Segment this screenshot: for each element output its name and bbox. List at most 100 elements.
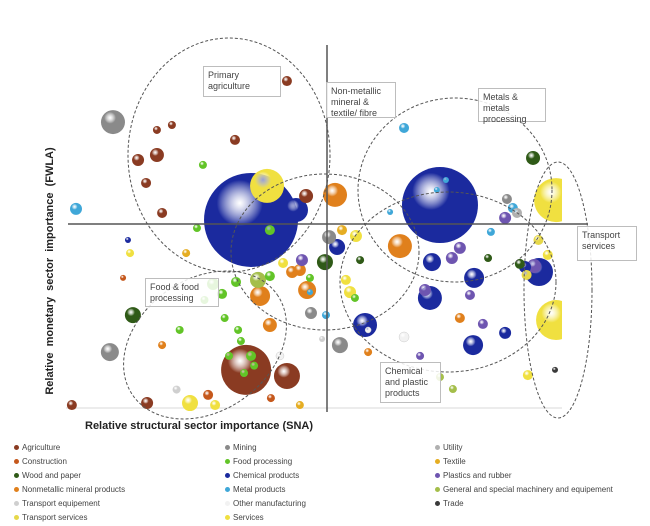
bubble-agriculture [66, 400, 77, 411]
bubble-plastics-and-rubber [418, 284, 431, 297]
bubble-trade [552, 366, 559, 373]
bubble-agriculture [141, 397, 154, 410]
bubble-chemical-products [499, 326, 512, 339]
bubble-mining [322, 230, 337, 245]
bubble-nonmetallic-mineral-products [293, 264, 306, 276]
bubble-services [210, 400, 221, 411]
bubble-agriculture [152, 125, 161, 134]
annotation-transport-services: Transport services [577, 226, 637, 261]
bubble-nonmetallic-mineral-products [454, 313, 465, 324]
bubble-other-manufacturing [364, 326, 372, 334]
bubble-transport-equipement [319, 336, 326, 342]
bubbles-layer [66, 76, 562, 412]
legend-label: Textile [443, 456, 466, 466]
bubble-services [542, 249, 553, 260]
legend-label: Other manufacturing [233, 498, 306, 508]
legend-marker-icon [225, 458, 230, 464]
legend-marker-icon [14, 514, 19, 520]
legend-marker-icon [14, 472, 19, 478]
legend-item: Utility [435, 440, 613, 454]
bubble-chemical-products [124, 237, 131, 244]
bubble-textile [295, 401, 304, 410]
legend-label: Construction [22, 456, 67, 466]
bubble-agriculture [273, 362, 300, 389]
legend-item: Textile [435, 454, 613, 468]
bubble-general-and-special-machinery-and-equipement [249, 271, 266, 288]
bubble-other-manufacturing [398, 331, 410, 343]
bubble-nonmetallic-mineral-products [262, 318, 277, 333]
legend-label: Wood and paper [22, 470, 82, 480]
bubble-food-processing [220, 314, 229, 323]
bubble-plastics-and-rubber [445, 252, 458, 265]
bubble-agriculture [132, 153, 145, 166]
bubble-food-processing [240, 369, 249, 378]
legend-label: Services [233, 512, 264, 522]
bubble-plastics-and-rubber [416, 351, 425, 360]
bubble-metal-products [306, 289, 313, 296]
annotation-chemical: Chemical and plastic products [380, 362, 441, 403]
bubble-agriculture [157, 207, 168, 218]
bubble-metal-products [70, 202, 83, 215]
bubble-plastics-and-rubber [527, 258, 542, 273]
legend-item: Chemical products [225, 468, 306, 482]
bubble-nonmetallic-mineral-products [158, 341, 167, 350]
bubble-services [349, 229, 362, 242]
legend-item: Agriculture [14, 440, 125, 454]
bubble-agriculture [141, 177, 152, 188]
bubble-services [522, 370, 533, 381]
bubble-chemical-products [422, 253, 441, 272]
cluster-ellipses [123, 37, 593, 420]
legend-marker-icon [14, 486, 19, 492]
bubble-agriculture [167, 121, 176, 130]
legend-label: Nonmetallic mineral products [22, 484, 126, 494]
bubble-nonmetallic-mineral-products [250, 285, 271, 306]
bubble-food-processing [264, 271, 275, 282]
bubble-metal-products [387, 209, 394, 216]
bubble-services [536, 300, 562, 341]
bubble-general-and-special-machinery-and-equipement [448, 385, 457, 394]
bubble-metal-products [486, 227, 495, 236]
legend-label: Metal products [233, 484, 286, 494]
legend-item: Services [225, 510, 306, 524]
bubble-textile [337, 225, 348, 236]
bubble-mining [331, 337, 348, 354]
legend-label: Agriculture [22, 442, 61, 452]
bubble-services [534, 178, 562, 223]
bubble-food-processing [217, 288, 228, 299]
bubble-metal-products [321, 311, 330, 320]
bubble-food-processing [234, 325, 243, 334]
annotation-primary-agriculture: Primary agriculture [203, 66, 281, 97]
legend-item: Mining [225, 440, 306, 454]
bubble-services [250, 168, 285, 203]
bubble-services [340, 274, 351, 285]
bubble-mining [100, 110, 125, 135]
bubble-wood-and-paper [526, 150, 541, 165]
legend-marker-icon [14, 444, 19, 450]
legend-item: Transport services [14, 510, 125, 524]
bubble-wood-and-paper [514, 258, 525, 269]
bubble-agriculture [149, 148, 164, 162]
bubble-food-processing [264, 225, 275, 236]
bubble-metal-products [433, 186, 440, 193]
legend-label: Plastics and rubber [443, 470, 512, 480]
bubble-wood-and-paper [124, 307, 141, 324]
legend-marker-icon [225, 472, 230, 478]
legend-label: Food processing [233, 456, 293, 466]
legend-item: Other manufacturing [225, 496, 306, 510]
bubble-transport-services [533, 235, 544, 246]
legend-item: Transport equipement [14, 496, 125, 510]
bubble-construction [266, 394, 275, 403]
ellipse-chemical [339, 191, 557, 373]
annotation-metals: Metals & metals processing [478, 88, 546, 124]
bubble-mining [304, 307, 317, 320]
bubble-wood-and-paper [356, 256, 365, 265]
bubble-plastics-and-rubber [464, 290, 475, 301]
bubble-plastics-and-rubber [477, 318, 488, 329]
bubble-food-processing [175, 325, 184, 334]
bubble-food-processing [246, 350, 257, 361]
legend-item: Nonmetallic mineral products [14, 482, 125, 496]
